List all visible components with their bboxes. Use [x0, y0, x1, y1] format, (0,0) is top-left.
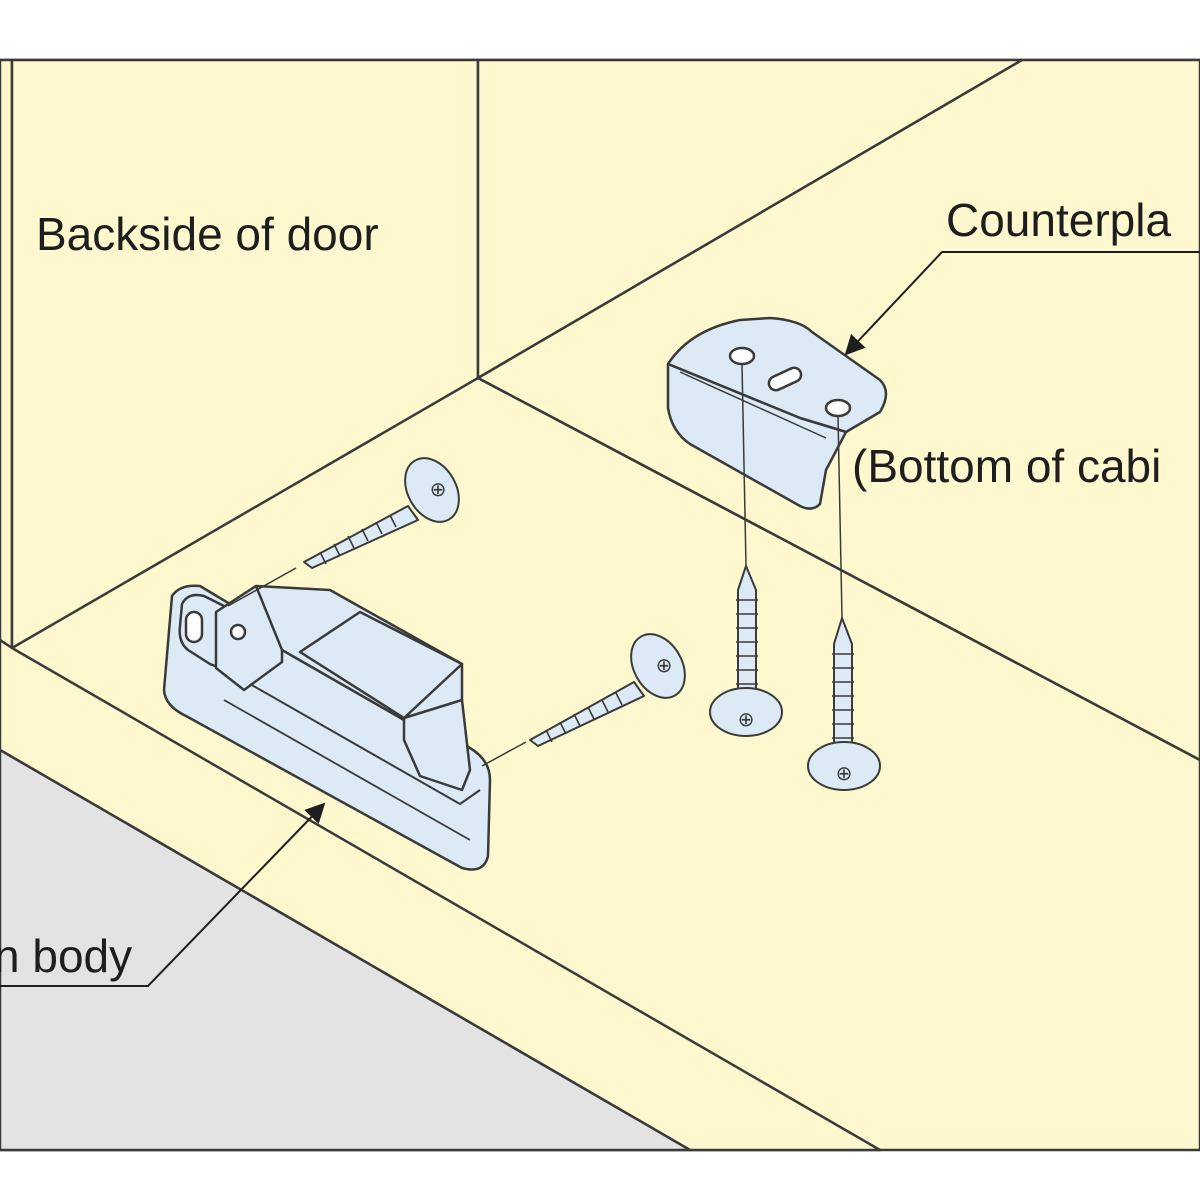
catch-screw-upper: ⊕ — [303, 457, 460, 569]
catch-tab-slot — [184, 610, 204, 644]
screw-shank — [833, 617, 853, 745]
catch-inner-rail — [249, 683, 481, 805]
left-side-panel — [0, 58, 14, 650]
door-edge-strip — [0, 638, 882, 1152]
screw-threads — [319, 514, 397, 565]
counterplate-slot — [767, 366, 803, 392]
catch-body-label: n body — [0, 930, 132, 982]
screw-head — [807, 741, 881, 791]
alignment-guides — [227, 363, 843, 767]
guide-line — [481, 741, 527, 767]
counterplate-label: Counterpla — [946, 194, 1171, 246]
catch-latch-front — [402, 698, 472, 792]
counterplate-part — [666, 316, 888, 510]
screw-head-mark: ⊕ — [430, 477, 447, 501]
catch-body-leader — [0, 802, 326, 987]
screw-shank — [529, 681, 645, 747]
screw-head — [709, 687, 783, 737]
screw-head — [630, 633, 686, 699]
cabinet-scene — [0, 58, 1200, 1152]
catch-inner-rail-lower — [223, 699, 471, 841]
counterplate-hole-right — [824, 398, 852, 418]
backside-of-door-label: Backside of door — [36, 208, 379, 260]
counterplate-leader — [844, 251, 1200, 356]
counterplate-screw-left: ⊕ — [709, 565, 783, 737]
screw-head-mark: ⊕ — [656, 653, 673, 677]
counterplate-front-face — [666, 362, 848, 510]
screw-shank — [303, 505, 419, 569]
bottom-of-cabinet-label: (Bottom of cabi — [852, 440, 1161, 492]
catch-screw-lower: ⊕ — [529, 633, 686, 747]
leader-lines — [0, 251, 1200, 987]
screw-head — [404, 457, 460, 523]
guide-line — [227, 567, 297, 607]
screw-head-mark: ⊕ — [836, 761, 853, 785]
counterplate-screw-right: ⊕ — [807, 617, 881, 791]
screw-threads — [545, 692, 623, 743]
screw-head-mark: ⊕ — [738, 707, 755, 731]
counterplate-fold-line — [679, 371, 827, 439]
bottom-front-edge — [477, 376, 1200, 762]
screw-threads — [832, 653, 854, 739]
counterplate-hole-left — [728, 346, 756, 366]
screw-threads — [736, 599, 758, 685]
catch-body-part — [162, 584, 492, 871]
guide-line — [837, 415, 843, 619]
catch-bracket-hole — [229, 623, 247, 641]
floor-area — [0, 748, 692, 1152]
catch-roller-block — [298, 610, 464, 720]
guide-line — [741, 363, 747, 567]
